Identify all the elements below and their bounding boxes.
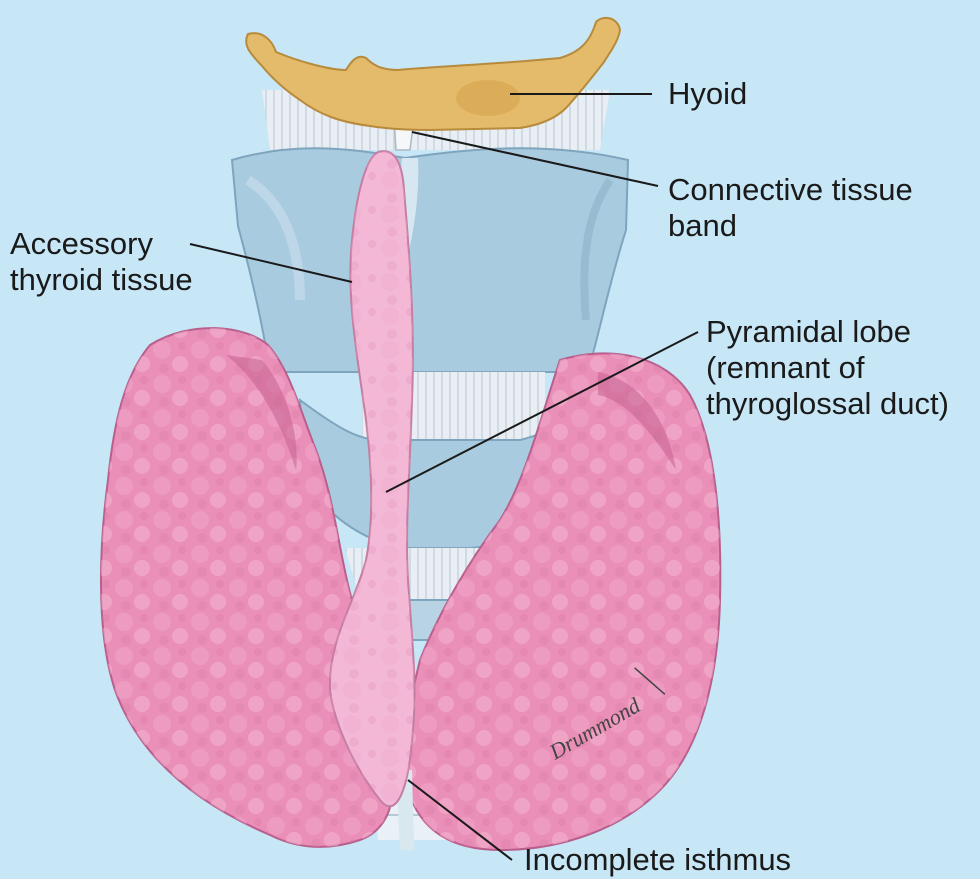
label-accessory-line-1: Accessory	[10, 226, 193, 262]
label-isthmus-text: Incomplete isthmus	[524, 842, 791, 877]
label-connective-line-1: Connective tissue	[668, 172, 913, 208]
label-connective-tissue-band: Connective tissue band	[668, 172, 913, 244]
label-accessory-thyroid-tissue: Accessory thyroid tissue	[10, 226, 193, 298]
thyroid-right-lobe	[101, 328, 394, 847]
label-hyoid: Hyoid	[668, 76, 747, 112]
label-connective-line-2: band	[668, 208, 913, 244]
label-pyramidal-line-2: (remnant of	[706, 350, 949, 386]
label-accessory-line-2: thyroid tissue	[10, 262, 193, 298]
thyroid-cartilage	[232, 148, 628, 372]
label-pyramidal-line-3: thyroglossal duct)	[706, 386, 949, 422]
label-hyoid-text: Hyoid	[668, 76, 747, 111]
label-pyramidal-lobe: Pyramidal lobe (remnant of thyroglossal …	[706, 314, 949, 422]
label-incomplete-isthmus: Incomplete isthmus	[524, 842, 791, 878]
label-pyramidal-line-1: Pyramidal lobe	[706, 314, 949, 350]
